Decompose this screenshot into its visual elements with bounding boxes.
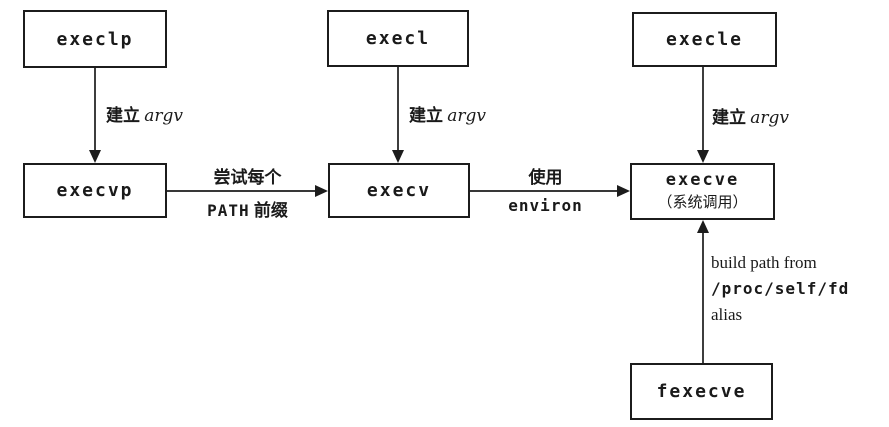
arrow-execvp-execv-head [315, 185, 328, 197]
build-argv-zh-2: 建立 [409, 106, 443, 125]
use-environ-zh: 使用 [528, 168, 563, 187]
edge-label-use-environ-line1: 使用 [478, 163, 613, 188]
arrow-execv-execve-head [617, 185, 630, 197]
edge-label-fd-path: build path from /proc/self/fd alias [711, 250, 849, 328]
edge-label-try-path-line2: PATH 前缀 [180, 196, 315, 221]
build-argv-arg-3: argv [750, 108, 789, 128]
node-execl: execl [327, 10, 469, 67]
node-execv-label: execv [366, 180, 432, 201]
node-execlp-label: execlp [56, 28, 134, 50]
build-argv-arg-1: argv [144, 106, 183, 126]
node-execve-sublabel: （系统调用） [657, 195, 748, 211]
node-execle-label: execle [665, 29, 744, 50]
fd-path-code: /proc/self/fd [711, 279, 850, 298]
edge-label-build-argv-execl: 建立 argv [409, 101, 486, 126]
node-execle: execle [632, 12, 777, 67]
edge-label-try-path-line1: 尝试每个 [180, 163, 315, 188]
try-path-code: PATH [207, 201, 250, 220]
arrow-execl-execv-head [392, 150, 404, 163]
edge-label-use-environ-line2: environ [478, 196, 613, 216]
node-execve: execve （系统调用） [630, 163, 775, 220]
fd-path-line3: alias [711, 305, 743, 324]
node-fexecve: fexecve [630, 363, 773, 420]
node-execv: execv [328, 163, 470, 218]
use-environ-code: environ [508, 196, 583, 215]
fd-path-line1: build path from [711, 253, 817, 272]
arrow-execle-execve-head [697, 150, 709, 163]
try-path-zh-1: 尝试每个 [213, 168, 282, 187]
edge-label-build-argv-execle: 建立 argv [712, 103, 789, 128]
try-path-zh-2: 前缀 [253, 201, 288, 220]
edge-label-build-argv-execlp: 建立 argv [106, 101, 183, 126]
node-fexecve-label: fexecve [656, 381, 747, 402]
arrow-fexecve-execve-head [697, 220, 709, 233]
arrow-execlp-execvp-head [89, 150, 101, 163]
node-execve-label: execve [665, 170, 740, 190]
node-execvp-label: execvp [56, 180, 134, 201]
build-argv-zh-1: 建立 [106, 106, 140, 125]
node-execvp: execvp [23, 163, 167, 218]
build-argv-zh-3: 建立 [712, 108, 746, 127]
node-execlp: execlp [23, 10, 167, 68]
node-execl-label: execl [365, 28, 431, 49]
build-argv-arg-2: argv [447, 106, 486, 126]
